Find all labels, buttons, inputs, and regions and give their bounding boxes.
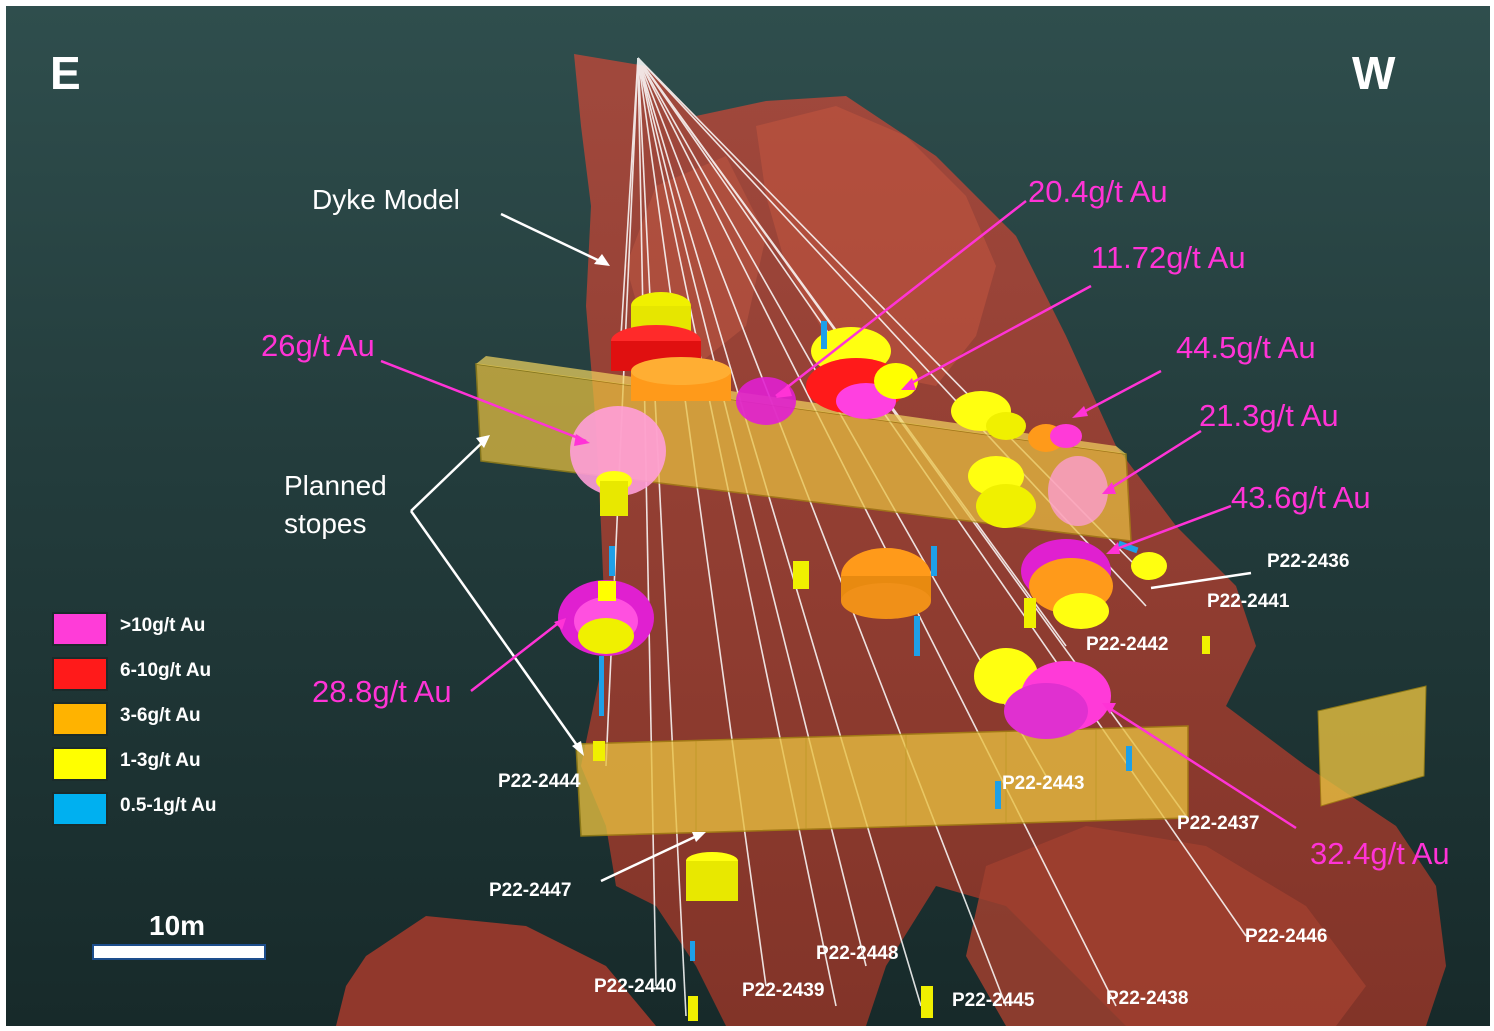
hole-label: P22-2441: [1207, 591, 1290, 612]
legend-swatch: [52, 612, 108, 646]
hole-label: P22-2443: [1002, 773, 1085, 794]
east-label: E: [50, 47, 81, 99]
white-pointers: [409, 212, 1252, 883]
side-stope: [1317, 685, 1427, 807]
grade-label: 28.8g/t Au: [312, 674, 452, 709]
grade-label: 26g/t Au: [261, 328, 375, 363]
west-label: W: [1352, 47, 1396, 99]
legend-label: 3-6g/t Au: [120, 705, 201, 726]
model-graphic: [336, 54, 1446, 1026]
legend-swatch: [52, 702, 108, 736]
grade-label: 21.3g/t Au: [1199, 398, 1339, 433]
planned-stopes-label-line2: stopes: [284, 508, 367, 539]
grade-label: 32.4g/t Au: [1310, 836, 1450, 871]
hole-label: P22-2442: [1086, 634, 1169, 655]
grade-arrowheads: [554, 378, 1120, 714]
assay-intervals: [558, 292, 1210, 1021]
hole-label: P22-2447: [489, 880, 572, 901]
hole-label: P22-2446: [1245, 926, 1328, 947]
hole-label: P22-2444: [498, 771, 581, 792]
legend-label: 6-10g/t Au: [120, 660, 212, 681]
grade-pointers: [380, 200, 1297, 830]
hole-label: P22-2445: [952, 990, 1035, 1011]
hole-label: P22-2437: [1177, 813, 1260, 834]
white-arrowheads: [476, 254, 706, 842]
section-view: E W Dyke Model Planned stopes 20.4g/t Au…: [6, 6, 1490, 1026]
legend-label: 0.5-1g/t Au: [120, 795, 217, 816]
legend-label: 1-3g/t Au: [120, 750, 201, 771]
hole-label: P22-2440: [594, 976, 677, 997]
lower-stope: [575, 725, 1189, 837]
legend-swatch: [52, 747, 108, 781]
planned-stopes-label-line1: Planned: [284, 470, 387, 501]
hole-label: P22-2439: [742, 980, 825, 1001]
grade-label: 44.5g/t Au: [1176, 330, 1316, 365]
legend-swatch: [52, 657, 108, 691]
hole-label: P22-2436: [1267, 551, 1350, 572]
hole-label: P22-2438: [1106, 988, 1189, 1009]
grade-label: 11.72g/t Au: [1091, 240, 1246, 275]
dyke-model-label: Dyke Model: [312, 184, 460, 215]
scale-bar: [92, 944, 266, 960]
grade-label: 43.6g/t Au: [1231, 480, 1371, 515]
legend-label: >10g/t Au: [120, 615, 206, 636]
legend-swatch: [52, 792, 108, 826]
scale-label: 10m: [149, 910, 206, 941]
grade-label: 20.4g/t Au: [1028, 174, 1168, 209]
hole-label: P22-2448: [816, 943, 899, 964]
